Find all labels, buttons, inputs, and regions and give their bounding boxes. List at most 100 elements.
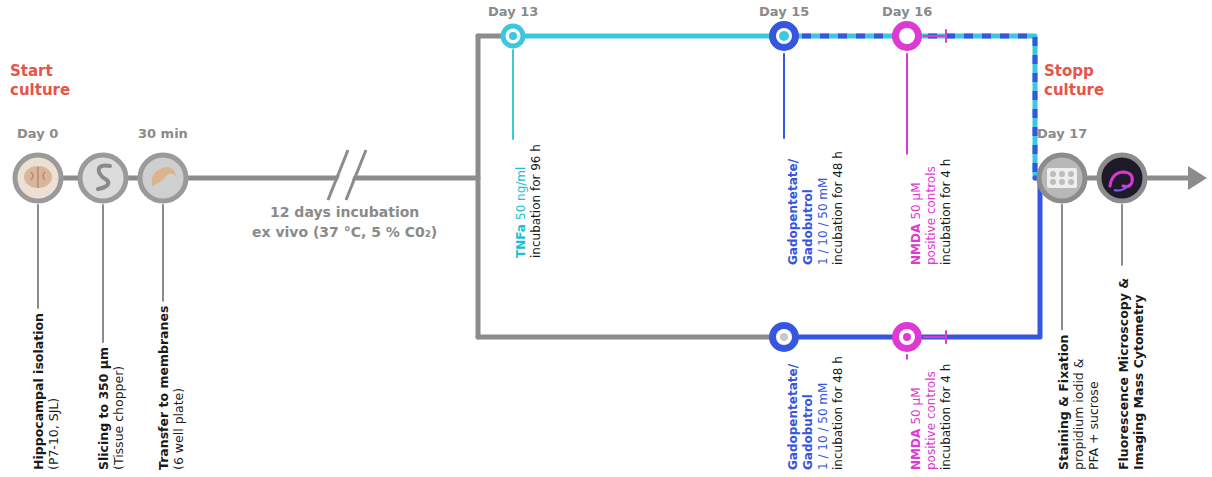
day-label: Day 17 (1037, 126, 1087, 141)
day-marker-dot (509, 32, 517, 40)
break-mark (346, 150, 366, 200)
rotated-label-group: Staining & Fixationpropidium iodid &PFA … (1056, 335, 1101, 470)
label-column: positive controls (924, 159, 939, 265)
bottom-branch-blue (784, 178, 1040, 337)
day-marker-dot (903, 333, 911, 341)
day-label: Day 16 (882, 4, 932, 19)
incubation-label: 12 days incubation (270, 204, 419, 220)
day-marker (769, 322, 799, 352)
control-label: positive controls (924, 166, 938, 265)
step-label: propidium iodid & (1071, 358, 1086, 470)
label-column: Fluorescence Microscopy & Imaging Mass C… (1116, 270, 1146, 470)
label-column: (P7-10, SJL) (46, 313, 61, 470)
control-label: positive controls (924, 371, 938, 470)
day-label: Day 0 (17, 126, 58, 141)
day-marker-ring (776, 329, 792, 345)
treatment-label: 1 / 10 / 50 mM (816, 383, 830, 470)
stop-arrow (924, 331, 946, 343)
step-label: (P7-10, SJL) (46, 398, 61, 470)
leader-line (512, 50, 514, 139)
brain-icon (15, 155, 61, 201)
label-column: Transfer to membranes (156, 306, 171, 470)
label-column: (6 well plate) (171, 306, 186, 470)
label-column: positive controls (924, 364, 939, 470)
rotated-label-group: Hippocampal isolation(P7-10, SJL) (31, 313, 61, 470)
leader-line (102, 205, 104, 342)
day-marker-ring (899, 28, 915, 44)
leader-line (906, 54, 908, 154)
break-mark (328, 150, 348, 200)
control-label: 50 µM (909, 183, 923, 220)
rotated-label-group: Gadopentetate/ Gadobutrol1 / 10 / 50 mMi… (786, 143, 846, 265)
control-label: incubation for 4 h (939, 159, 953, 265)
day-label: Day 15 (759, 4, 809, 19)
step-label: (Tissue chopper) (111, 366, 126, 470)
top-branch-dashed-base (784, 36, 1035, 178)
treatment-label: 50 ng/ml (514, 167, 528, 220)
label-column: 1 / 10 / 50 mM (816, 143, 831, 265)
label-column: Hippocampal isolation (31, 313, 46, 470)
label-column: incubation for 4 h (939, 364, 954, 470)
treatment-label: incubation for 48 h (831, 356, 845, 470)
label-column: propidium iodid & (1071, 335, 1086, 470)
label-column: NMDA50 µM (909, 159, 924, 265)
rotated-label-group: Fluorescence Microscopy & Imaging Mass C… (1116, 270, 1146, 470)
label-column: incubation for 96 h (529, 144, 544, 258)
day-marker-dot (779, 31, 789, 41)
day-marker (892, 322, 922, 352)
treatment-label: incubation for 48 h (831, 151, 845, 265)
day-marker (769, 21, 799, 51)
end-timeline (1086, 176, 1098, 181)
label-column: NMDA50 µM (909, 364, 924, 470)
label-column: incubation for 48 h (831, 348, 846, 470)
step-label: PFA + sucrose (1086, 381, 1101, 470)
step-label: Slicing to 350 µm (96, 347, 111, 470)
rotated-label-group: NMDA50 µMpositive controlsincubation for… (909, 364, 954, 470)
rotated-label-group: Gadopentetate/ Gadobutrol1 / 10 / 50 mMi… (786, 348, 846, 470)
start-label: Start culture (10, 62, 82, 100)
stop-label: Stopp culture (1044, 62, 1116, 100)
label-column: 1 / 10 / 50 mM (816, 348, 831, 470)
break-gap (330, 150, 364, 200)
label-column: incubation for 48 h (831, 143, 846, 265)
slicer-icon (80, 155, 126, 201)
treatment-label: TNFa (514, 224, 528, 258)
day-marker-ring (899, 329, 915, 345)
rotated-label-group: NMDA50 µMpositive controlsincubation for… (909, 159, 954, 265)
label-column: Gadopentetate/ Gadobutrol (786, 348, 816, 470)
step-label: Transfer to membranes (156, 306, 171, 470)
step-label: Staining & Fixation (1056, 335, 1071, 470)
leader-line (37, 205, 39, 308)
day-marker (892, 21, 922, 51)
treatment-label: incubation for 96 h (529, 144, 543, 258)
microscopy-image (1110, 172, 1132, 187)
end-timeline (1146, 176, 1190, 181)
leader-line (783, 54, 785, 138)
treatment-label: Gadopentetate/ Gadobutrol (786, 143, 816, 265)
time-label: 30 min (138, 126, 188, 141)
leader-line (906, 355, 908, 359)
arrow-head (1188, 166, 1207, 190)
well-plate-icon (1039, 155, 1085, 201)
label-column: TNFa 50 ng/ml (514, 144, 529, 258)
day-label: Day 13 (488, 4, 538, 19)
leader-line (1061, 205, 1063, 330)
rotated-label-group: Transfer to membranes(6 well plate) (156, 306, 186, 470)
rotated-label-group: Slicing to 350 µm(Tissue chopper) (96, 347, 126, 470)
day-marker (503, 26, 523, 46)
treatment-label: Gadopentetate/ Gadobutrol (786, 348, 816, 470)
stop-arrow (924, 30, 946, 42)
leader-line (1121, 205, 1123, 265)
label-column: Gadopentetate/ Gadobutrol (786, 143, 816, 265)
day-marker-ring (776, 28, 792, 44)
step-label: Hippocampal isolation (31, 313, 46, 470)
microscopy-icon (1099, 155, 1145, 201)
bottom-branch-grey (478, 335, 784, 340)
top-branch-dashes (784, 36, 1035, 178)
incubation-label: ex vivo (37 °C, 5 % C0₂) (252, 224, 437, 240)
well-plate (1047, 168, 1077, 188)
control-label: 50 µM (909, 388, 923, 425)
label-column: incubation for 4 h (939, 159, 954, 265)
slicer-shape (98, 166, 110, 189)
